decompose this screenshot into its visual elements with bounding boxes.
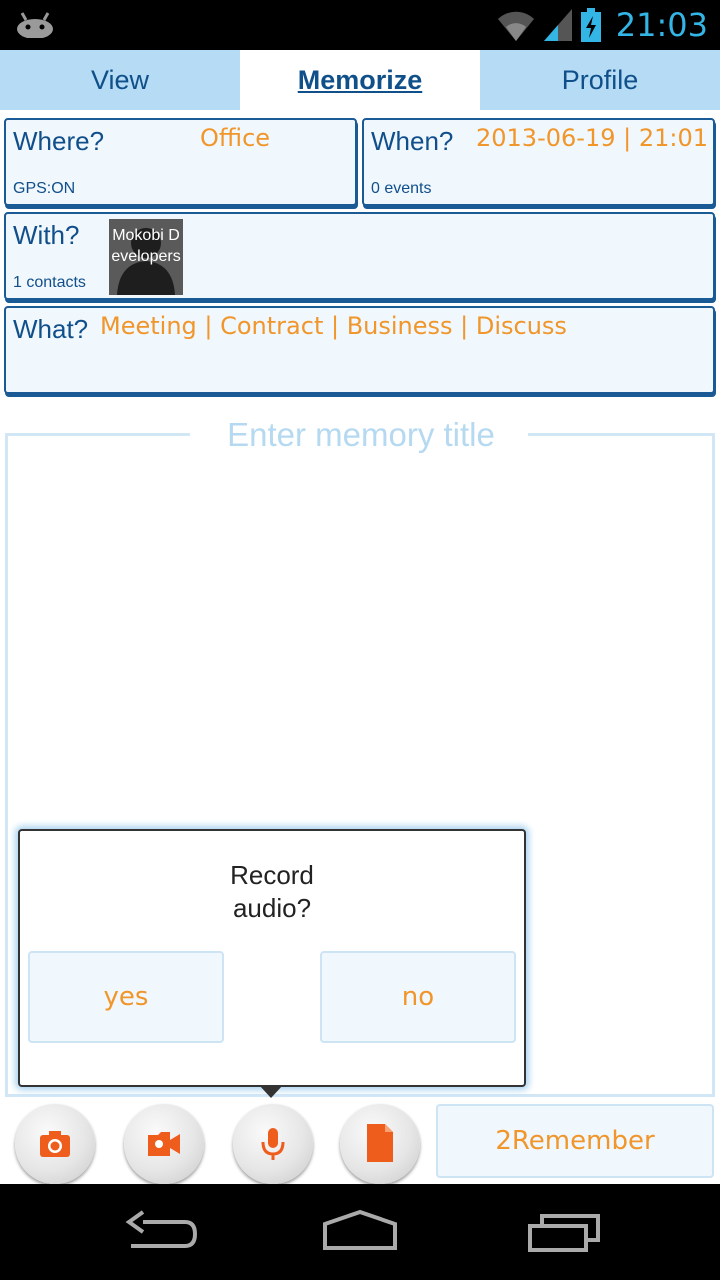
contacts-count: 1 contacts [13,274,86,291]
android-icon [17,12,53,38]
record-audio-dialog: Record audio? yes no [18,829,526,1087]
battery-icon [580,8,601,42]
gps-status: GPS:ON [13,180,76,197]
tab-profile[interactable]: Profile [480,50,720,110]
what-label: What? [13,314,89,344]
dialog-message: Record audio? [230,860,314,923]
wifi-icon [497,11,534,41]
document-icon [367,1124,393,1162]
when-label: When? [371,126,454,156]
where-box[interactable]: Where? Office GPS:ON [4,118,357,206]
events-count: 0 events [371,180,432,197]
what-value: Meeting | Contract | Business | Discuss [100,312,567,340]
no-button[interactable]: no [320,951,516,1043]
person-silhouette-icon [117,228,175,295]
navigation-bar [0,1184,720,1280]
recent-apps-icon[interactable] [518,1204,608,1260]
tab-memorize[interactable]: Memorize [240,50,480,110]
status-bar: 21:03 [0,0,720,50]
audio-button[interactable] [233,1104,313,1184]
document-button[interactable] [340,1104,420,1184]
camera-icon [40,1131,70,1157]
where-value: Office [200,124,271,152]
dialog-pointer [259,1085,283,1098]
when-value: 2013-06-19 | 21:01 [476,124,708,152]
signal-icon [543,9,572,41]
tab-view[interactable]: View [0,50,240,110]
remember-button[interactable]: 2Remember [436,1104,714,1178]
video-icon [148,1132,180,1156]
video-button[interactable] [124,1104,204,1184]
when-box[interactable]: When? 2013-06-19 | 21:01 0 events [362,118,715,206]
with-box[interactable]: With? 1 contacts Mokobi Developers [4,212,715,300]
tab-bar: View Memorize Profile [0,50,720,110]
what-box[interactable]: What? Meeting | Contract | Business | Di… [4,306,715,394]
microphone-icon [261,1128,285,1160]
contact-name: Mokobi Developers [111,227,181,265]
where-label: Where? [13,126,105,156]
back-icon[interactable] [115,1204,205,1260]
contact-avatar[interactable]: Mokobi Developers [109,219,183,295]
camera-button[interactable] [15,1104,95,1184]
yes-button[interactable]: yes [28,951,224,1043]
home-icon[interactable] [315,1204,405,1260]
memory-title-input[interactable] [190,410,532,460]
clock: 21:03 [615,6,708,44]
memory-title-wrapper [190,410,532,460]
with-label: With? [13,220,80,250]
